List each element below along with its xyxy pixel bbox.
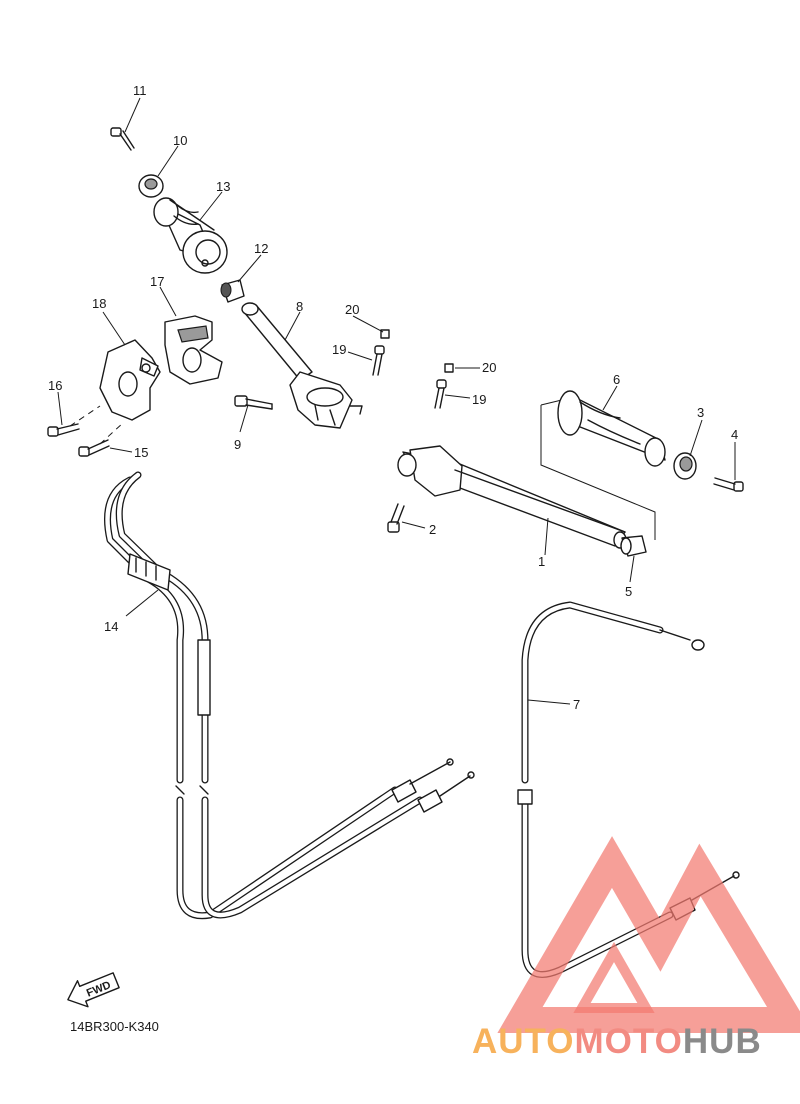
svg-text:AUTOMOTOHUB: AUTOMOTOHUB: [472, 1022, 762, 1061]
part-16-screw: [47, 423, 80, 437]
part-19-screw-left: [372, 345, 385, 376]
part-3-bar-end-weight: [673, 452, 697, 480]
callout-19-right: 19: [472, 392, 486, 407]
part-5-collar: [620, 535, 647, 557]
callout-17: 17: [150, 274, 164, 289]
automotohub-logo-watermark: AUTOMOTOHUB: [472, 836, 800, 1061]
callout-6: 6: [613, 372, 620, 387]
part-2-bolt: [387, 503, 405, 533]
callout-5: 5: [625, 584, 632, 599]
part-12-collar: [220, 279, 245, 303]
callout-7: 7: [573, 697, 580, 712]
part-1-right-handlebar: [397, 445, 627, 549]
callout-15: 15: [134, 445, 148, 460]
callout-8: 8: [296, 299, 303, 314]
part-8-left-handlebar: [241, 302, 363, 429]
callout-18: 18: [92, 296, 106, 311]
part-20-nut-right: [444, 363, 454, 373]
callout-11: 11: [133, 83, 147, 98]
part-14-throttle-cables: [104, 471, 475, 920]
part-17-throttle-housing-upper: [164, 315, 223, 385]
watermark-moto: MOTO: [575, 1022, 683, 1061]
part-19-screw-right: [434, 379, 447, 409]
watermark-auto: AUTO: [472, 1022, 575, 1061]
watermark-hub: HUB: [683, 1022, 762, 1061]
fwd-arrow-icon: FWD: [67, 972, 120, 1008]
part-10-bar-end-weight: [138, 174, 164, 198]
part-13-left-grip: [153, 197, 228, 274]
part-11-screw: [110, 127, 135, 151]
part-20-nut-left: [380, 329, 390, 339]
callout-3: 3: [697, 405, 704, 420]
callout-2: 2: [429, 522, 436, 537]
part-6-right-grip: [557, 390, 666, 467]
callout-19-left: 19: [332, 342, 346, 357]
part-4-screw: [713, 477, 744, 492]
part-7-clutch-cable: [517, 601, 740, 978]
part-9-bolt: [234, 395, 273, 410]
part-18-throttle-housing-lower: [99, 339, 161, 421]
drawing-code: 14BR300-K340: [70, 1019, 159, 1034]
callout-9: 9: [234, 437, 241, 452]
callout-4: 4: [731, 427, 738, 442]
callout-12: 12: [254, 241, 268, 256]
callout-1: 1: [538, 554, 545, 569]
callout-16: 16: [48, 378, 62, 393]
callout-10: 10: [173, 133, 187, 148]
part-15-screw: [78, 439, 110, 457]
callout-20-right: 20: [482, 360, 496, 375]
callout-20-left: 20: [345, 302, 359, 317]
callout-13: 13: [216, 179, 230, 194]
assembly-guide-lines-housing: [69, 405, 125, 445]
callout-14: 14: [104, 619, 118, 634]
callout-leaders: [57, 97, 736, 705]
